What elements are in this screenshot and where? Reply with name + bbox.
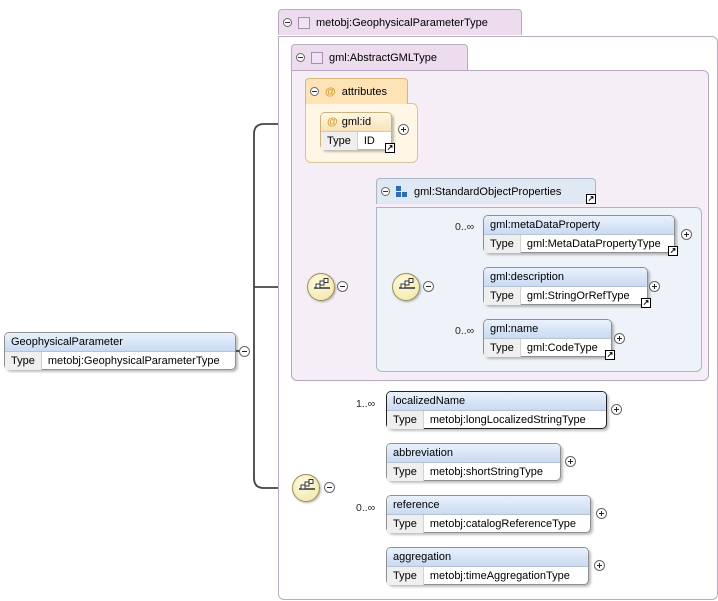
type-value: gml:MetaDataPropertyType bbox=[526, 238, 661, 250]
type-value: metobj:timeAggregationType bbox=[429, 570, 570, 582]
collapse-icon[interactable] bbox=[381, 187, 390, 196]
type-key: Type bbox=[387, 411, 424, 429]
element-abbreviation[interactable]: abbreviation Type metobj:shortStringType bbox=[386, 443, 561, 481]
attribute-icon: @ bbox=[327, 116, 338, 128]
element-description[interactable]: gml:description Type gml:StringOrRefType… bbox=[483, 267, 651, 308]
element-localizedname[interactable]: localizedName Type metobj:longLocalizedS… bbox=[386, 391, 607, 429]
type-key: Type bbox=[387, 567, 424, 585]
element-header: gml:name bbox=[484, 320, 611, 339]
attribute-header: @ gml:id bbox=[321, 113, 391, 132]
expand-icon[interactable] bbox=[398, 124, 409, 135]
expand-icon[interactable] bbox=[681, 229, 692, 240]
element-reference[interactable]: reference Type metobj:catalogReferenceTy… bbox=[386, 495, 591, 533]
complex-type-label: metobj:GeophysicalParameterType bbox=[316, 16, 488, 29]
sequence-icon bbox=[399, 278, 415, 289]
element-header: reference bbox=[387, 496, 590, 515]
type-key: Type bbox=[484, 235, 521, 253]
type-value: ID bbox=[363, 135, 375, 147]
element-metadataproperty[interactable]: gml:metaDataProperty Type gml:MetaDataPr… bbox=[483, 215, 678, 256]
collapse-icon[interactable] bbox=[310, 87, 319, 96]
type-key: Type bbox=[387, 515, 424, 533]
sequence-icon bbox=[314, 278, 330, 289]
collapse-icon[interactable] bbox=[324, 482, 335, 493]
expand-icon[interactable] bbox=[565, 456, 576, 467]
cardinality: 1..∞ bbox=[356, 398, 376, 410]
attributes-label: attributes bbox=[341, 85, 387, 98]
type-link-icon[interactable]: ↗ bbox=[605, 350, 615, 360]
type-value: metobj:GeophysicalParameterType bbox=[47, 355, 220, 367]
attribute-name: gml:id bbox=[341, 116, 372, 128]
type-link-icon[interactable]: ↗ bbox=[668, 246, 678, 256]
sequence-compositor[interactable] bbox=[307, 273, 335, 301]
base-type-tab[interactable]: gml:AbstractGMLType bbox=[291, 44, 468, 70]
element-header: aggregation bbox=[387, 548, 588, 567]
collapse-icon[interactable] bbox=[296, 53, 305, 62]
complex-type-icon bbox=[311, 51, 323, 64]
complex-type-tab[interactable]: metobj:GeophysicalParameterType bbox=[278, 9, 522, 35]
expand-icon[interactable] bbox=[596, 508, 607, 519]
element-aggregation[interactable]: aggregation Type metobj:timeAggregationT… bbox=[386, 547, 589, 585]
element-header: gml:metaDataProperty bbox=[484, 216, 674, 235]
cardinality: 0..∞ bbox=[455, 325, 475, 337]
expand-icon[interactable] bbox=[611, 404, 622, 415]
group-link-icon[interactable]: ↗ bbox=[586, 194, 596, 204]
expand-icon[interactable] bbox=[649, 281, 660, 292]
type-key: Type bbox=[387, 463, 424, 481]
element-header: gml:description bbox=[484, 268, 647, 287]
sequence-compositor[interactable] bbox=[292, 474, 320, 502]
base-type-label: gml:AbstractGMLType bbox=[329, 51, 437, 64]
type-link-icon[interactable]: ↗ bbox=[641, 298, 651, 308]
element-name[interactable]: gml:name Type gml:CodeType ↗ bbox=[483, 319, 615, 360]
attribute-icon: @ bbox=[325, 85, 336, 98]
sequence-compositor[interactable] bbox=[392, 273, 420, 301]
type-key: Type bbox=[484, 287, 521, 305]
attribute-gml-id[interactable]: @ gml:id Type ID ↗ bbox=[320, 112, 395, 153]
type-value: metobj:longLocalizedStringType bbox=[429, 414, 586, 426]
expand-icon[interactable] bbox=[594, 560, 605, 571]
collapse-icon[interactable] bbox=[239, 346, 250, 357]
type-key: Type bbox=[484, 339, 521, 357]
type-value: metobj:catalogReferenceType bbox=[429, 518, 577, 530]
type-link-icon[interactable]: ↗ bbox=[385, 143, 395, 153]
root-element-header: GeophysicalParameter bbox=[5, 333, 235, 352]
type-value: gml:StringOrRefType bbox=[526, 290, 630, 302]
complex-type-icon bbox=[298, 16, 310, 29]
cardinality: 0..∞ bbox=[356, 502, 376, 514]
expand-icon[interactable] bbox=[614, 333, 625, 344]
standard-properties-label: gml:StandardObjectProperties bbox=[414, 185, 562, 198]
cardinality: 0..∞ bbox=[455, 221, 475, 233]
collapse-icon[interactable] bbox=[423, 281, 434, 292]
type-key: Type bbox=[321, 132, 358, 150]
standard-properties-tab[interactable]: gml:StandardObjectProperties bbox=[376, 178, 596, 204]
attributes-tab[interactable]: @ attributes bbox=[305, 78, 408, 104]
group-icon bbox=[396, 185, 408, 198]
element-header: localizedName bbox=[387, 392, 606, 411]
type-key: Type bbox=[5, 352, 42, 370]
collapse-icon[interactable] bbox=[283, 18, 292, 27]
type-value: metobj:shortStringType bbox=[429, 466, 543, 478]
element-header: abbreviation bbox=[387, 444, 560, 463]
type-value: gml:CodeType bbox=[526, 342, 598, 354]
sequence-icon bbox=[299, 479, 315, 490]
collapse-icon[interactable] bbox=[337, 281, 348, 292]
root-element[interactable]: GeophysicalParameter Type metobj:Geophys… bbox=[4, 332, 236, 370]
